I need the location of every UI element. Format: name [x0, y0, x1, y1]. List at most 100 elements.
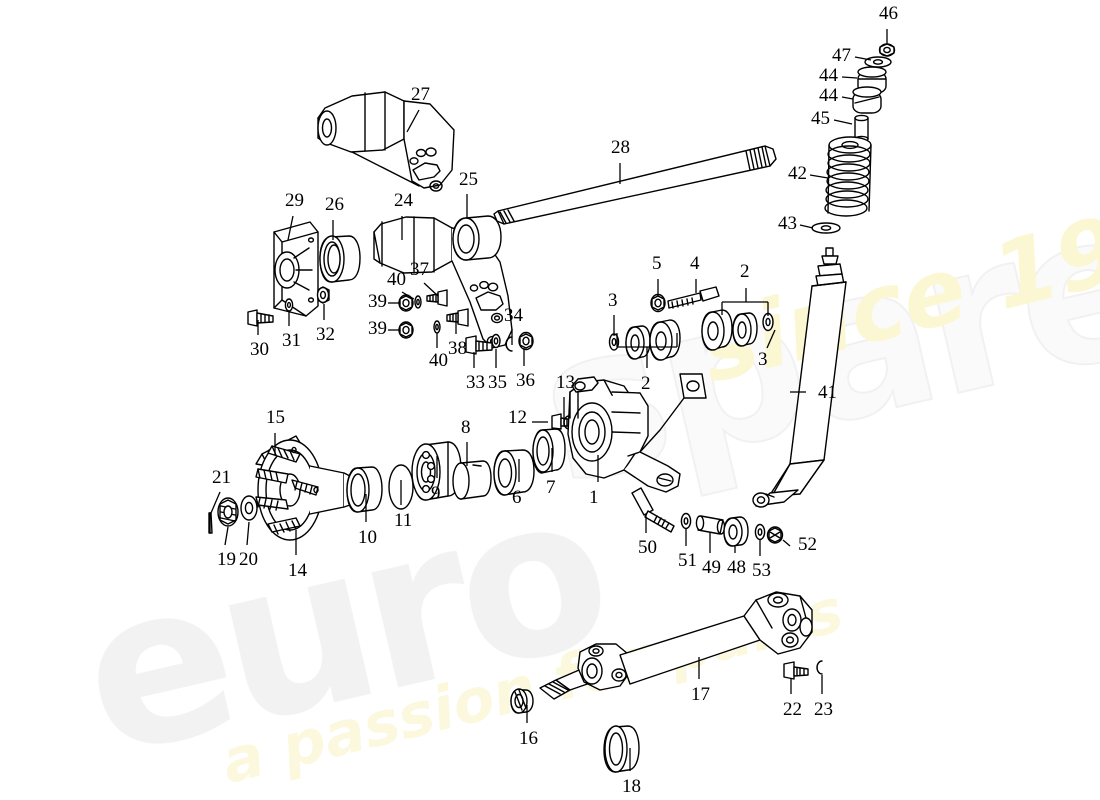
callout-38: 38 [448, 338, 467, 359]
part-48-rubber-bushing [723, 516, 749, 547]
callout-44a: 44 [819, 65, 838, 86]
callout-14: 14 [288, 560, 307, 581]
callout-50: 50 [638, 537, 657, 558]
callout-45: 45 [811, 108, 830, 129]
callout-2b: 2 [740, 261, 750, 282]
callout-39b: 39 [368, 318, 387, 339]
part-38-bolt [446, 308, 469, 327]
callout-52: 52 [798, 534, 817, 555]
callout-46: 46 [879, 3, 898, 24]
callout-3b: 3 [758, 349, 768, 370]
callout-49: 49 [702, 557, 721, 578]
callout-3a: 3 [608, 290, 618, 311]
part-23-lock-washer [816, 660, 823, 675]
callout-28: 28 [611, 137, 630, 158]
callout-42: 42 [788, 163, 807, 184]
callout-22: 22 [783, 699, 802, 720]
part-29-bearing-bracket [273, 221, 319, 317]
callout-37: 37 [410, 259, 429, 280]
part-8-spacer-sleeve [452, 460, 492, 500]
part-2-bushing-left-b [649, 319, 681, 361]
callout-39a: 39 [368, 291, 387, 312]
part-40-washer-upper [414, 295, 422, 309]
part-51-washer [680, 512, 692, 530]
part-32-nut [316, 286, 330, 304]
part-19-castle-nut [217, 497, 239, 527]
callout-9: 9 [431, 483, 441, 504]
callout-23: 23 [814, 699, 833, 720]
part-5-nut [650, 293, 666, 313]
part-20-washer [240, 495, 258, 521]
part-40-washer-lower [433, 320, 441, 334]
part-34-lock-washer [505, 336, 513, 352]
leader-lines [210, 29, 888, 771]
part-6-bearing [493, 449, 535, 496]
callout-27: 27 [411, 84, 430, 105]
part-43-washer [811, 222, 841, 234]
part-9-wheel-bearing [411, 441, 462, 501]
part-33-bolt [465, 335, 493, 355]
part-10-grease-seal [346, 466, 383, 513]
callout-41: 41 [818, 382, 837, 403]
part-4-through-bolt [667, 286, 720, 309]
callout-6: 6 [512, 487, 522, 508]
part-28-torsion-bar [493, 145, 777, 225]
callout-53: 53 [752, 560, 771, 581]
callout-44b: 44 [819, 85, 838, 106]
part-22-bolt [783, 661, 809, 680]
part-14-wheel-hub [255, 439, 361, 541]
part-1-steering-knuckle [567, 373, 707, 493]
callout-40a: 40 [387, 269, 406, 290]
part-35-washer [491, 333, 501, 349]
part-27-upper-control-arm [317, 91, 455, 192]
callout-17: 17 [691, 684, 710, 705]
callout-33: 33 [466, 372, 485, 393]
callout-25: 25 [459, 169, 478, 190]
callout-12: 12 [508, 407, 527, 428]
callout-15: 15 [266, 407, 285, 428]
callout-2a: 2 [641, 373, 651, 394]
callout-16: 16 [519, 728, 538, 749]
part-2-bushing-right-b [732, 312, 758, 347]
callout-29: 29 [285, 190, 304, 211]
callout-35: 35 [488, 372, 507, 393]
part-21-cotter-pin [208, 512, 213, 534]
part-44-rubber-mount-lower [852, 86, 882, 114]
callout-34: 34 [504, 305, 523, 326]
callout-18: 18 [622, 776, 641, 797]
part-26-seal-retainer [319, 235, 361, 283]
callout-31: 31 [282, 330, 301, 351]
part-41-shock-absorber [752, 247, 847, 508]
callout-10: 10 [358, 527, 377, 548]
part-2-bushing-right-a [701, 309, 733, 351]
callout-13: 13 [556, 372, 575, 393]
callout-24: 24 [394, 190, 413, 211]
callout-20: 20 [239, 549, 258, 570]
callout-32: 32 [316, 324, 335, 345]
callout-11: 11 [394, 510, 413, 531]
part-18-seal-ring [603, 725, 640, 773]
part-3-washer-right [762, 312, 774, 332]
part-7-seal [532, 428, 566, 474]
part-46-nut [878, 43, 896, 57]
callout-21: 21 [212, 467, 231, 488]
callout-43: 43 [778, 213, 797, 234]
callout-4: 4 [690, 253, 700, 274]
part-42-bump-stop [824, 136, 872, 217]
callout-40b: 40 [429, 350, 448, 371]
part-36-nut [518, 331, 534, 351]
part-2-bushing-left-a [625, 325, 651, 360]
part-53-washer [754, 523, 766, 541]
part-50-bolt [631, 487, 675, 533]
part-25-bushing [452, 215, 502, 261]
callout-5: 5 [652, 253, 662, 274]
callout-30: 30 [250, 339, 269, 360]
part-31-washer [284, 298, 294, 312]
part-17-half-shaft [539, 591, 813, 700]
part-47-washer [864, 56, 892, 68]
part-37-bolt [426, 289, 448, 307]
callout-26: 26 [325, 194, 344, 215]
part-16-dust-ring [510, 688, 534, 714]
